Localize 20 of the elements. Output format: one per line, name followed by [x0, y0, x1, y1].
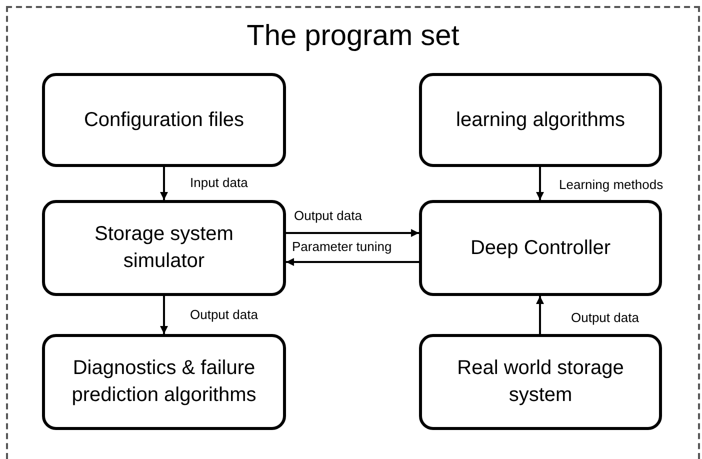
- process-box: [42, 200, 286, 296]
- box-label: Configuration files: [84, 108, 244, 132]
- process-box: [419, 73, 662, 167]
- arrow: [536, 296, 544, 334]
- arrow: [536, 167, 544, 200]
- arrow: [160, 296, 168, 334]
- arrow: [286, 258, 419, 266]
- box-label: Diagnostics & failure prediction algorithms: [70, 356, 258, 408]
- arrow: [160, 167, 168, 200]
- box-label: Real world storage system: [456, 356, 625, 408]
- box-label: Deep Controller: [470, 236, 611, 260]
- arrow: [286, 229, 419, 237]
- box-label: learning algorithms: [456, 108, 625, 132]
- process-box: [42, 334, 286, 430]
- process-box: [42, 73, 286, 167]
- process-box: [419, 200, 662, 296]
- group-title: The program set: [246, 19, 460, 54]
- process-box: [419, 334, 662, 430]
- box-label: Storage system simulator: [94, 222, 234, 274]
- group-frame: [6, 6, 700, 459]
